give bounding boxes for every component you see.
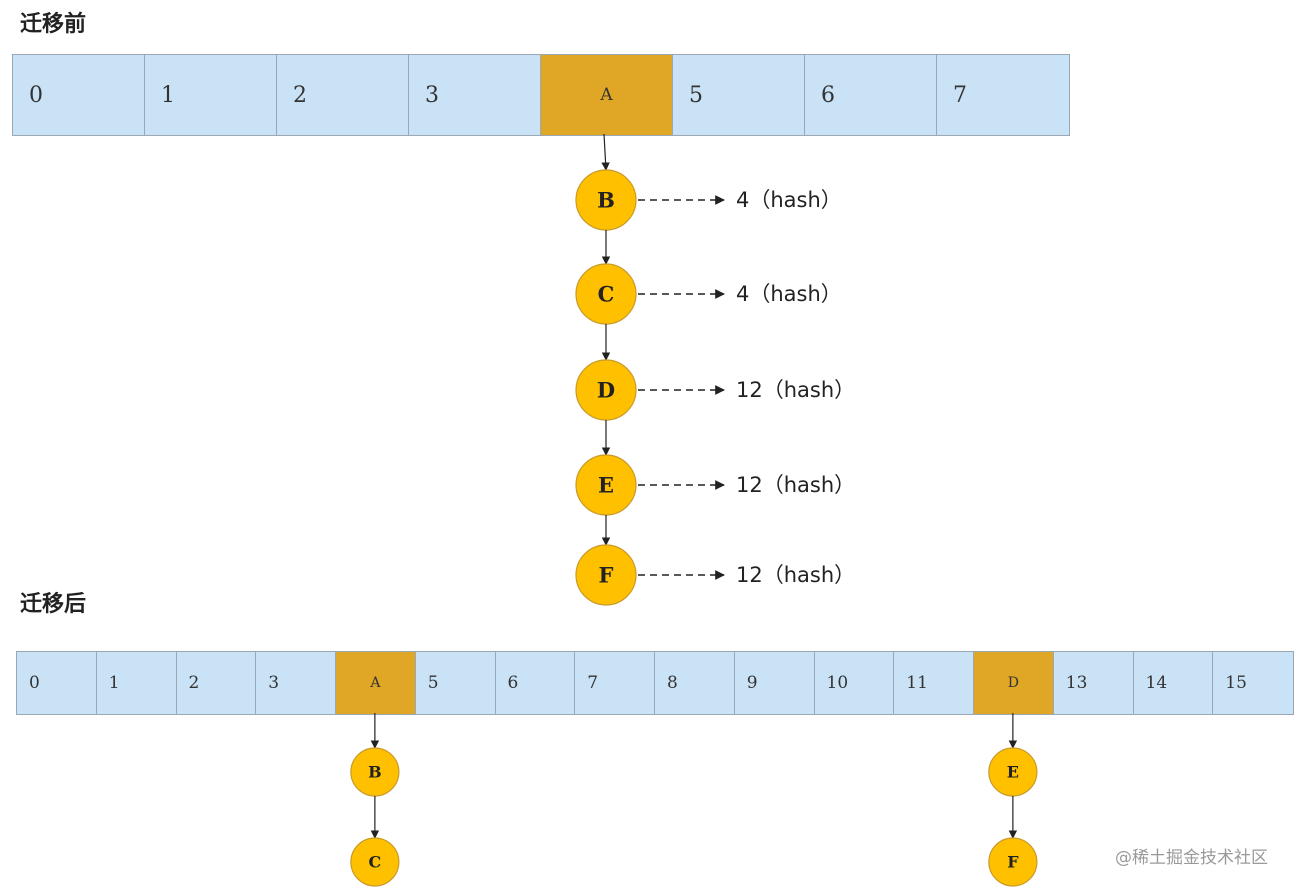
before-cell-2: 2 (277, 55, 409, 135)
before-node-c: C (575, 263, 637, 325)
after-node-f: F (988, 837, 1038, 887)
after-node-b: B (350, 747, 400, 797)
after-cell-14: 14 (1133, 652, 1214, 714)
after-cell-6: 6 (495, 652, 576, 714)
after-cell-13: 13 (1053, 652, 1134, 714)
after-cell-2: 2 (176, 652, 257, 714)
after-cell-0: 0 (17, 652, 97, 714)
before-cell-4: A (541, 55, 673, 135)
after-node-e: E (988, 747, 1038, 797)
before-node-f: F (575, 544, 637, 606)
after-node-label: B (368, 763, 382, 782)
before-cell-5: 5 (673, 55, 805, 135)
after-cell-4: A (336, 652, 416, 714)
before-chain: B 4（hash） C 4（hash） D 12（hash） E 12（hash） F 12（ha… (575, 133, 855, 606)
after-cell-3: 3 (256, 652, 336, 714)
after-cell-1: 1 (96, 652, 177, 714)
after-cell-9: 9 (734, 652, 815, 714)
hash-label: 12（hash） (736, 563, 855, 587)
before-node-b: B (575, 169, 637, 231)
after-cell-7: 7 (575, 652, 655, 714)
before-node-e: E (575, 454, 637, 516)
before-cell-0: 0 (13, 55, 145, 135)
hash-label: 12（hash） (736, 473, 855, 497)
before-node-label: B (597, 188, 615, 213)
after-cell-5: 5 (415, 652, 496, 714)
after-chains: B C E F (350, 713, 1038, 887)
hash-label: 4（hash） (736, 282, 842, 306)
after-cell-12: D (974, 652, 1054, 714)
hash-label: 4（hash） (736, 188, 842, 212)
before-node-label: C (598, 282, 615, 307)
after-node-label: C (369, 853, 382, 872)
before-node-label: F (599, 563, 614, 588)
hash-label: 12（hash） (736, 378, 855, 402)
after-node-c: C (350, 837, 400, 887)
before-cell-6: 6 (805, 55, 937, 135)
before-title: 迁移前 (20, 12, 87, 37)
after-node-label: E (1007, 763, 1019, 782)
before-node-d: D (575, 359, 637, 421)
after-cell-10: 10 (814, 652, 895, 714)
before-cell-3: 3 (409, 55, 541, 135)
before-cell-1: 1 (145, 55, 277, 135)
before-link-arrow-0 (601, 133, 610, 171)
before-node-label: E (598, 473, 614, 498)
after-title: 迁移后 (20, 592, 87, 617)
before-node-label: D (597, 378, 615, 403)
watermark: @稀土掘金技术社区 (1115, 848, 1268, 868)
after-cell-8: 8 (655, 652, 735, 714)
before-cell-7: 7 (937, 55, 1069, 135)
after-cell-15: 15 (1213, 652, 1293, 714)
after-node-label: F (1007, 853, 1019, 872)
after-cell-11: 11 (894, 652, 974, 714)
